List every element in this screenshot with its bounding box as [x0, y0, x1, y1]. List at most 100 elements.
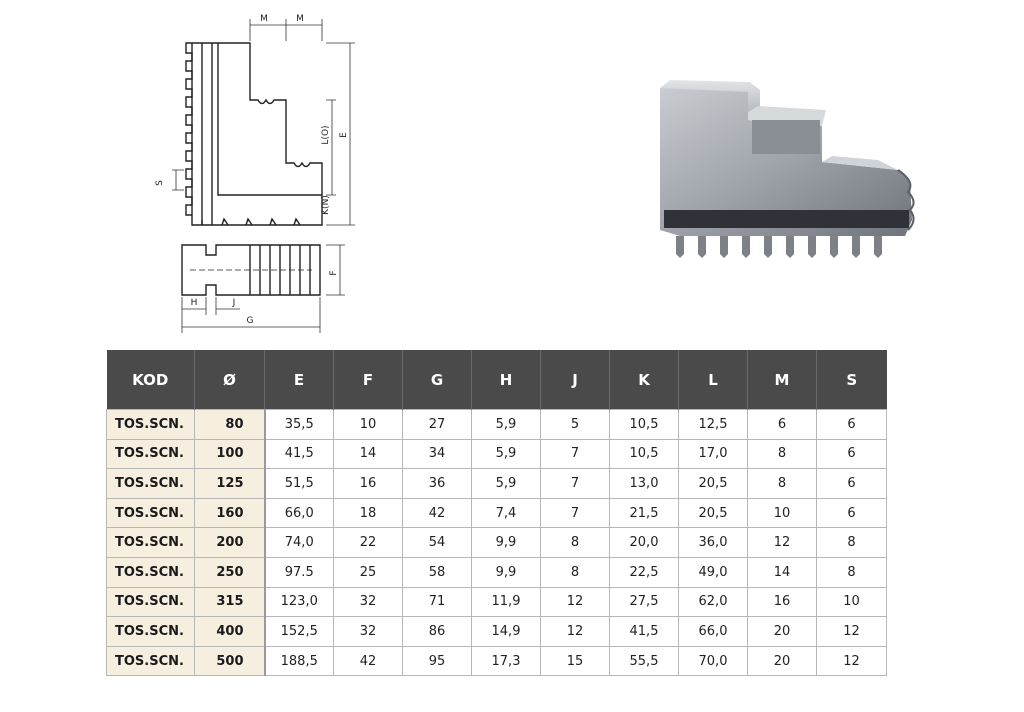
- cell-k: 55,5: [609, 645, 679, 677]
- cell-kod: TOS.SCN.: [106, 409, 195, 440]
- cell-h: 17,3: [471, 645, 541, 677]
- header-h: H: [471, 350, 541, 410]
- cell-g: 71: [402, 586, 472, 618]
- cell-diameter: 100: [194, 438, 266, 470]
- header-kod: KOD: [106, 350, 195, 410]
- cell-l: 12,5: [678, 409, 748, 440]
- cell-g: 54: [402, 527, 472, 558]
- cell-k: 20,0: [609, 527, 679, 558]
- header-e: E: [264, 350, 334, 410]
- cell-h: 14,9: [471, 616, 541, 647]
- cell-f: 16: [333, 468, 403, 499]
- technical-drawing: M M L(O) E K(N) S F H J G: [155, 14, 355, 333]
- cell-s: 12: [816, 616, 887, 647]
- cell-diameter: 400: [194, 616, 266, 647]
- cell-h: 7,4: [471, 497, 541, 529]
- cell-k: 10,5: [609, 409, 679, 440]
- cell-f: 10: [333, 409, 403, 440]
- cell-e: 35,5: [264, 409, 334, 440]
- cell-e: 97.5: [264, 556, 334, 588]
- cell-h: 5,9: [471, 438, 541, 470]
- cell-l: 66,0: [678, 616, 748, 647]
- header-diameter: Ø: [194, 350, 265, 410]
- header-s: S: [816, 350, 887, 410]
- cell-m: 8: [747, 468, 817, 499]
- table-header-row: KOD Ø E F G H J K L M S: [106, 350, 887, 410]
- cell-j: 7: [540, 438, 610, 470]
- cell-l: 36,0: [678, 527, 748, 558]
- cell-m: 8: [747, 438, 817, 470]
- label-e: E: [339, 132, 349, 138]
- cell-g: 58: [402, 556, 472, 588]
- cell-diameter: 315: [194, 586, 266, 618]
- cell-e: 66,0: [264, 497, 334, 529]
- cell-k: 41,5: [609, 616, 679, 647]
- cell-l: 20,5: [678, 497, 748, 529]
- header-m: M: [747, 350, 817, 410]
- cell-diameter: 160: [194, 497, 266, 529]
- cell-k: 13,0: [609, 468, 679, 499]
- cell-kod: TOS.SCN.: [106, 438, 195, 470]
- cell-h: 9,9: [471, 527, 541, 558]
- cell-g: 86: [402, 616, 472, 647]
- cell-s: 10: [816, 586, 887, 618]
- label-f: F: [329, 270, 339, 275]
- cell-l: 62,0: [678, 586, 748, 618]
- cell-m: 6: [747, 409, 817, 440]
- cell-kod: TOS.SCN.: [106, 586, 195, 618]
- cell-l: 70,0: [678, 645, 748, 677]
- label-j: J: [232, 298, 236, 308]
- cell-k: 10,5: [609, 438, 679, 470]
- cell-j: 15: [540, 645, 610, 677]
- label-l: L(O): [321, 125, 331, 144]
- cell-f: 14: [333, 438, 403, 470]
- cell-f: 32: [333, 616, 403, 647]
- label-m1: M: [260, 14, 268, 24]
- cell-g: 27: [402, 409, 472, 440]
- header-l: L: [678, 350, 748, 410]
- cell-kod: TOS.SCN.: [106, 556, 195, 588]
- cell-g: 42: [402, 497, 472, 529]
- header-g: G: [402, 350, 472, 410]
- cell-diameter: 125: [194, 468, 266, 499]
- cell-m: 20: [747, 616, 817, 647]
- cell-diameter: 200: [194, 527, 266, 558]
- cell-e: 41,5: [264, 438, 334, 470]
- cell-l: 20,5: [678, 468, 748, 499]
- cell-h: 5,9: [471, 468, 541, 499]
- cell-f: 42: [333, 645, 403, 677]
- cell-m: 14: [747, 556, 817, 588]
- cell-m: 16: [747, 586, 817, 618]
- cell-kod: TOS.SCN.: [106, 527, 195, 558]
- jaw-side-view: [185, 42, 323, 226]
- cell-j: 8: [540, 556, 610, 588]
- cell-j: 12: [540, 586, 610, 618]
- cell-g: 36: [402, 468, 472, 499]
- cell-l: 17,0: [678, 438, 748, 470]
- cell-j: 12: [540, 616, 610, 647]
- cell-e: 188,5: [264, 645, 334, 677]
- label-h: H: [191, 298, 198, 308]
- cell-f: 25: [333, 556, 403, 588]
- cell-j: 7: [540, 468, 610, 499]
- cell-j: 7: [540, 497, 610, 529]
- cell-diameter: 250: [194, 556, 266, 588]
- jaw-body: [660, 80, 915, 258]
- cell-s: 6: [816, 438, 887, 470]
- header-k: K: [609, 350, 679, 410]
- label-k: K(N): [321, 195, 331, 215]
- top-view-dimensions: [181, 244, 345, 333]
- label-m2: M: [296, 14, 304, 24]
- cell-f: 18: [333, 497, 403, 529]
- cell-s: 6: [816, 468, 887, 499]
